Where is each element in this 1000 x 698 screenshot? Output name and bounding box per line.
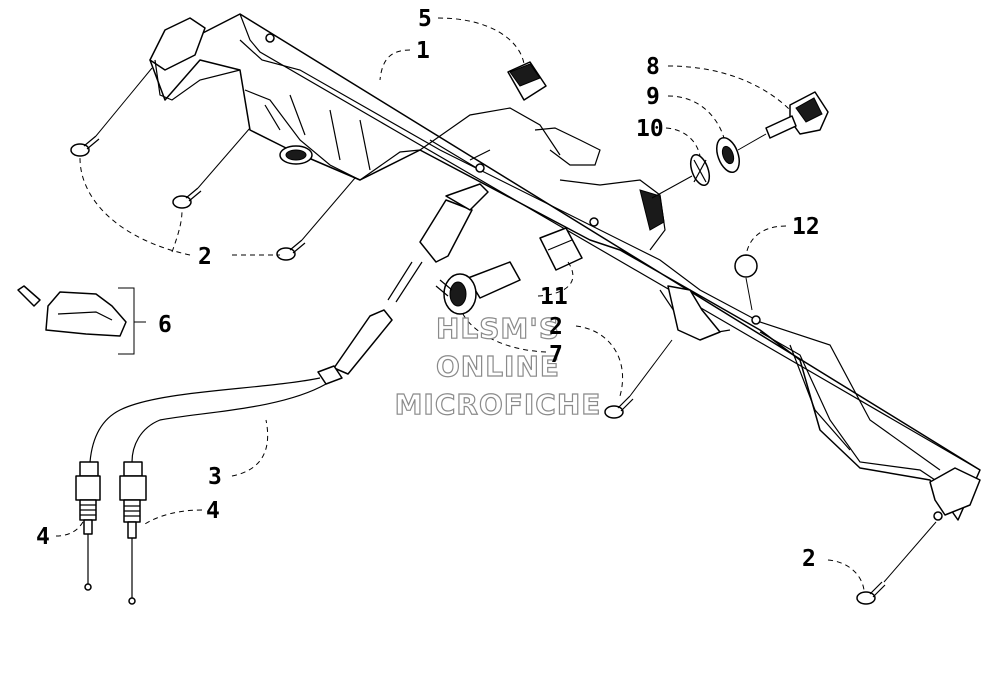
callout-10: 10 [636, 116, 664, 142]
screw-c [276, 239, 306, 261]
cable-adjuster-right [119, 461, 147, 605]
callout-12: 12 [792, 214, 820, 240]
key-nut-part-10 [689, 153, 711, 187]
screw-a [70, 135, 100, 157]
ignition-key-part-8 [765, 91, 829, 139]
screw-e [856, 581, 886, 605]
throttle-cable-part-3 [75, 183, 489, 605]
screw-b [172, 187, 202, 209]
handlebar-cover [149, 13, 981, 521]
switch-part-7 [435, 261, 521, 315]
callout-8: 8 [646, 54, 660, 80]
callout-1: 1 [416, 38, 430, 64]
callout-6: 6 [158, 312, 172, 338]
watermark-line-3: MICROFICHE [395, 388, 602, 421]
callout-7: 7 [549, 342, 563, 368]
screw-d [604, 395, 634, 419]
leader-lines [55, 17, 937, 591]
watermark: HLSM'S ONLINE MICROFICHE [394, 311, 602, 421]
key-bezel-part-9 [716, 136, 740, 174]
watermark-line-2: ONLINE [436, 350, 560, 383]
callout-3: 3 [208, 464, 222, 490]
plug-part-12 [734, 254, 758, 278]
cable-adjuster-left [75, 461, 101, 591]
callout-5: 5 [418, 6, 432, 32]
callout-4-left: 4 [36, 524, 50, 550]
callout-11: 11 [540, 284, 568, 310]
lever-part-6 [17, 285, 146, 355]
callout-2-left: 2 [198, 244, 212, 270]
bushing-part-11 [539, 227, 583, 271]
cap-part-5 [507, 61, 547, 101]
callout-2-center: 2 [549, 314, 563, 340]
callout-labels: 1 2 2 2 3 4 4 5 6 7 8 9 10 12 11 [36, 6, 820, 572]
callout-9: 9 [646, 84, 660, 110]
watermark-line-1: HLSM'S [436, 312, 560, 345]
callout-4-right: 4 [206, 498, 220, 524]
callout-2-right: 2 [802, 546, 816, 572]
